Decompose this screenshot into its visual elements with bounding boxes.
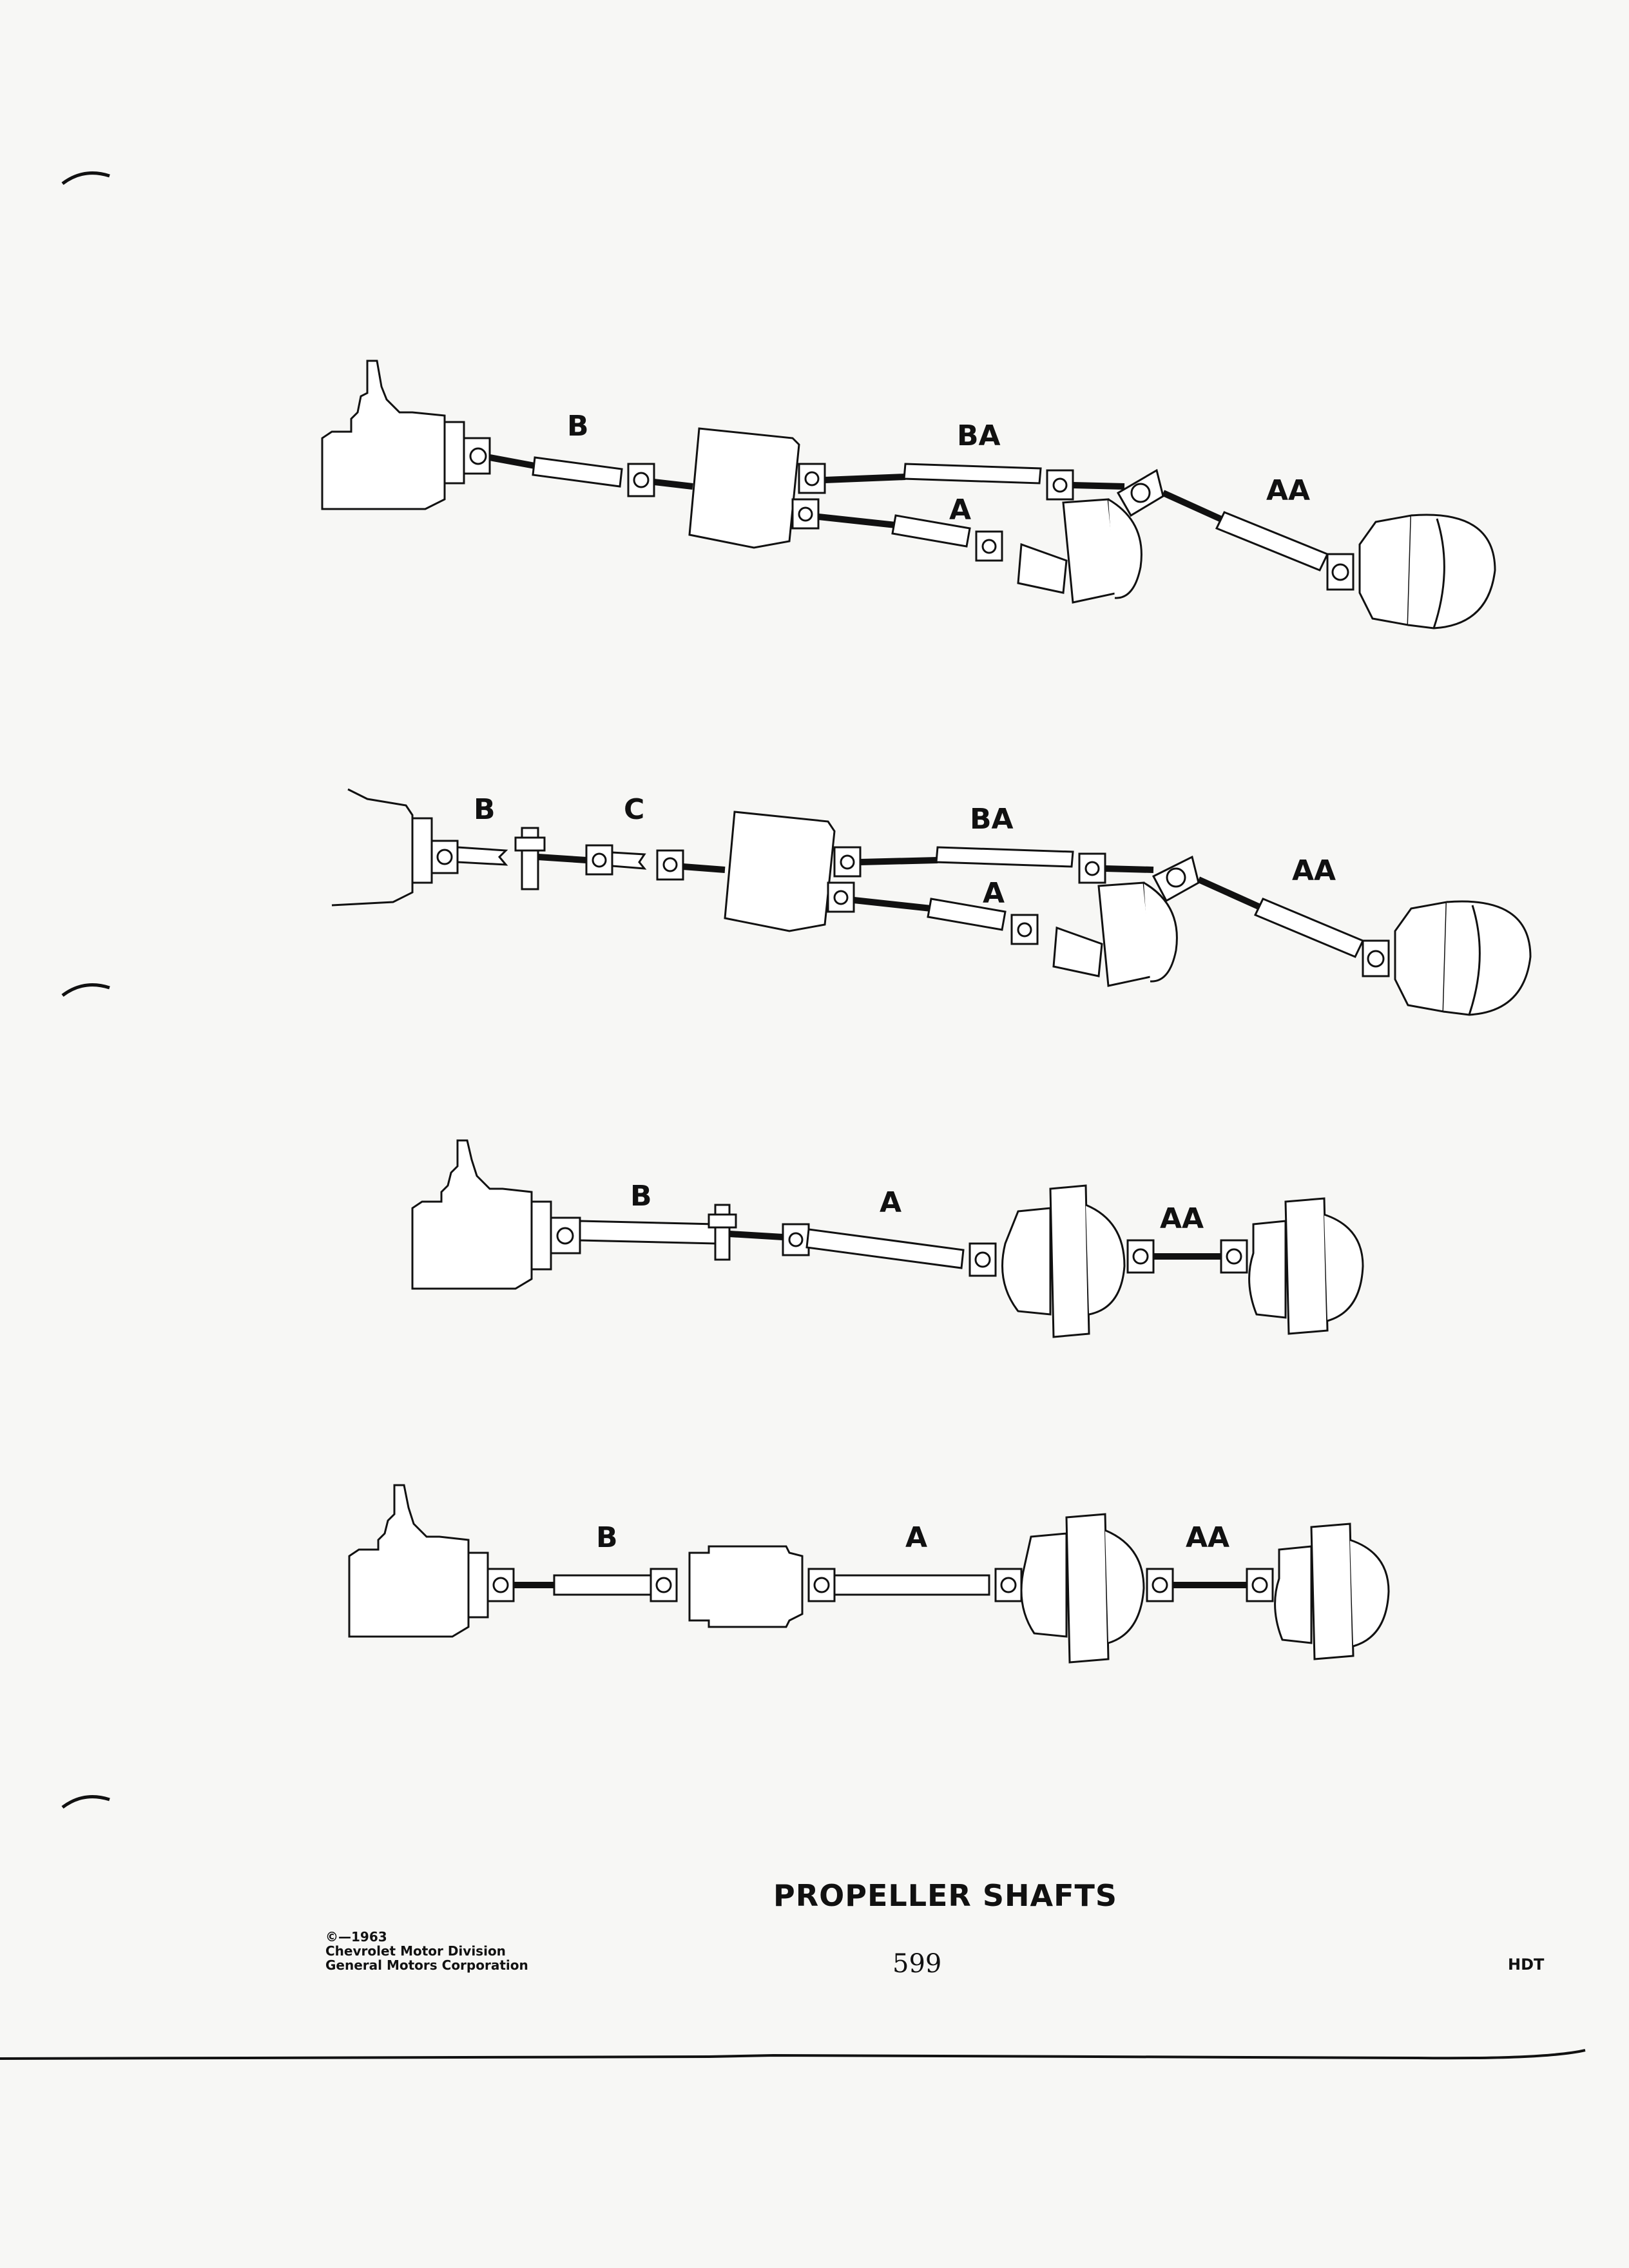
series-code: HDT	[1508, 1956, 1545, 1974]
rear-rear-axle-3	[1249, 1198, 1363, 1334]
auxiliary-transmission-4	[689, 1546, 802, 1627]
shaft-aa	[1217, 512, 1327, 570]
shaft-a	[834, 1575, 989, 1595]
shaft-c	[612, 852, 644, 869]
universal-joint-ba-front	[799, 464, 825, 493]
universal-joint-b-front	[551, 1218, 580, 1253]
label-c: C	[624, 793, 645, 826]
universal-joint-aa-rear	[1327, 554, 1353, 590]
universal-joint-aa-front	[1147, 1569, 1173, 1601]
shaft-a	[892, 515, 970, 546]
transmission-2-flange	[412, 818, 432, 883]
label-b: B	[596, 1521, 618, 1554]
shaft-b	[554, 1575, 651, 1595]
universal-joint-b-rear	[651, 1569, 677, 1601]
universal-joint-a-front	[793, 499, 818, 528]
universal-joint-c-front	[586, 845, 612, 874]
universal-joint-b-front	[464, 438, 490, 474]
universal-joint-b-front	[432, 841, 458, 873]
rear-rear-axle-2	[1395, 901, 1530, 1015]
universal-joint-ba-rear	[1047, 470, 1073, 499]
universal-joint-aa-rear	[1363, 941, 1389, 976]
transmission-1	[322, 361, 464, 509]
bottom-rule	[0, 2049, 1586, 2060]
shaft-a	[928, 899, 1005, 930]
rear-rear-axle-1	[1360, 515, 1495, 628]
label-b: B	[567, 410, 589, 443]
copyright-notice: ©—1963 Chevrolet Motor Division General …	[325, 1930, 528, 1972]
universal-joint-b-rear	[628, 464, 654, 496]
transfer-case-1	[689, 428, 799, 548]
label-aa: AA	[1160, 1202, 1204, 1235]
universal-joint-a-rear	[996, 1569, 1021, 1601]
shaft-b	[458, 847, 506, 865]
shaft-b	[533, 457, 622, 486]
transmission-2	[332, 789, 412, 905]
universal-joint-a-front	[783, 1224, 809, 1255]
label-ba: BA	[970, 803, 1014, 836]
label-ba: BA	[957, 419, 1001, 452]
shaft-b	[580, 1221, 715, 1244]
interaxle-universal-joint	[1118, 470, 1163, 515]
forward-rear-axle-3	[1003, 1186, 1125, 1337]
transfer-case-2	[725, 812, 834, 931]
label-b: B	[630, 1180, 652, 1213]
driveline-diagram-3: B A AA	[0, 1128, 1629, 1372]
transmission-3	[412, 1140, 551, 1289]
forward-rear-axle-2	[1054, 883, 1177, 986]
shaft-ba	[936, 847, 1073, 867]
universal-joint-aa-rear	[1247, 1569, 1273, 1601]
forward-rear-axle-4	[1021, 1514, 1144, 1662]
universal-joint-b-front	[488, 1569, 514, 1601]
universal-joint-a-rear	[976, 532, 1002, 561]
universal-joint-a-rear	[1012, 915, 1037, 944]
hole-punch-mark-middle	[61, 983, 110, 997]
driveline-diagram-4: B A AA	[0, 1469, 1629, 1675]
universal-joint-ba-rear	[1079, 854, 1105, 883]
label-a: A	[880, 1186, 902, 1219]
shaft-ba	[904, 464, 1041, 483]
page-title: PROPELLER SHAFTS	[773, 1878, 1118, 1913]
shaft-a	[807, 1229, 963, 1268]
label-aa: AA	[1186, 1521, 1230, 1554]
universal-joint-a-rear	[970, 1244, 996, 1276]
label-aa: AA	[1266, 474, 1311, 507]
transmission-4	[349, 1485, 488, 1637]
page-number: 599	[892, 1949, 942, 1979]
label-b: B	[474, 793, 496, 826]
universal-joint-ba-front	[834, 847, 860, 876]
center-bearing-3	[709, 1205, 736, 1260]
driveline-diagram-2: B C BA A AA	[0, 786, 1629, 1031]
label-aa: AA	[1292, 854, 1336, 887]
label-a: A	[949, 494, 972, 526]
copyright-line: Chevrolet Motor Division	[325, 1943, 506, 1959]
universal-joint-a-front	[809, 1569, 834, 1601]
hole-punch-mark-top	[61, 171, 110, 186]
label-a: A	[983, 877, 1005, 910]
copyright-line: General Motors Corporation	[325, 1957, 528, 1973]
universal-joint-c-rear	[657, 850, 683, 879]
copyright-line: ©—1963	[325, 1929, 387, 1945]
driveline-diagram-1: B BA A AA	[0, 348, 1629, 644]
hole-punch-mark-bottom	[61, 1795, 110, 1809]
label-a: A	[905, 1521, 928, 1554]
rear-rear-axle-4	[1275, 1524, 1389, 1659]
shaft-b-stub	[490, 457, 535, 466]
universal-joint-aa-rear	[1221, 1240, 1247, 1273]
universal-joint-a-front	[828, 883, 854, 912]
universal-joint-aa-front	[1128, 1240, 1153, 1273]
forward-rear-axle-1	[1018, 499, 1141, 602]
shaft-aa	[1255, 899, 1363, 957]
